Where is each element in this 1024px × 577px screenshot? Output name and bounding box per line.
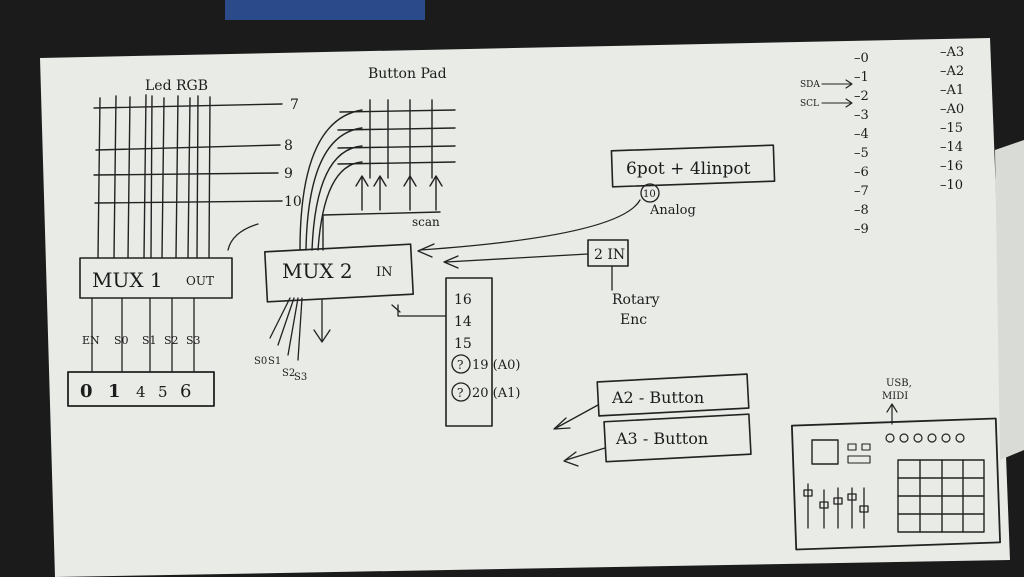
header-pin-1: 1 (108, 381, 121, 402)
mux1-pin-en: EN (82, 334, 100, 347)
header-pin-6: 6 (180, 381, 191, 402)
header-pin-5: 5 (158, 383, 168, 401)
led-row-7: 7 (290, 97, 299, 113)
enc-label: Enc (620, 312, 647, 328)
led-row-10: 10 (284, 194, 302, 210)
pin-19-a0: 19 (A0) (472, 358, 520, 373)
led-row-8: 8 (284, 138, 293, 154)
mux2-pin-s1: S1 (268, 356, 281, 367)
pin-map-right-item-0: –A3 (940, 45, 964, 60)
pad-grid-icon (897, 459, 985, 533)
mux1-pin-s3: S3 (186, 334, 201, 347)
pin-map-left: –0 –1 –2 –3 –4 –5 –6 –7 –8 –9 (854, 51, 869, 237)
mux2-in-label: IN (376, 265, 393, 280)
question-mark-icon (451, 354, 471, 374)
knob-row-icon (885, 433, 965, 443)
mux1-label: MUX 1 (92, 268, 163, 292)
pin-map-left-item-8: –8 (854, 203, 869, 218)
pin-map-left-item-1: –1 (854, 70, 869, 85)
scan-label: scan (412, 215, 440, 229)
pin-20-a1: 20 (A1) (472, 386, 520, 401)
analog-label: Analog (649, 203, 696, 218)
led-rgb-grid (93, 94, 283, 259)
pot-count: 10 (643, 189, 656, 200)
pin-map-left-item-3: –3 (854, 108, 869, 123)
mux2-pin-s2: S2 (282, 368, 295, 379)
pin-map-right-item-1: –A2 (940, 64, 964, 79)
pot-box (610, 144, 776, 188)
pin-16: 16 (454, 292, 472, 308)
pin-map-left-item-2: –2 (854, 89, 869, 104)
button-pad-title: Button Pad (368, 66, 447, 82)
mux1-out-label: OUT (186, 274, 214, 288)
pins-block (445, 277, 493, 427)
pin-map-left-item-6: –6 (854, 165, 869, 180)
pin-map-left-item-7: –7 (854, 184, 869, 199)
question-mark-icon (451, 382, 471, 402)
paper-sheet (40, 38, 1010, 577)
led-row-9: 9 (284, 166, 293, 182)
a2-button-label: A2 - Button (611, 388, 704, 407)
rotary-label: Rotary (612, 292, 660, 308)
pot-count-badge (640, 183, 660, 203)
mux2-pin-s0: S0 (254, 356, 267, 367)
pin-map-right-item-2: –A1 (940, 83, 964, 98)
usb-label: USB, (886, 378, 912, 389)
pin-map-left-item-0: –0 (854, 51, 869, 66)
pin-map-left-item-9: –9 (854, 222, 869, 237)
mux1-pin-s1: S1 (142, 334, 157, 347)
a2-button-box (596, 373, 750, 417)
two-in-label: 2 IN (594, 247, 625, 263)
mux2-pin-s3: S3 (294, 372, 307, 383)
mux1-pin-s0: S0 (114, 334, 129, 347)
pin-map-left-item-4: –4 (854, 127, 869, 142)
led-rgb-title: Led RGB (145, 78, 208, 94)
a3-button-label: A3 - Button (615, 429, 708, 448)
ruler (225, 0, 425, 20)
pin-map-right-item-3: –A0 (940, 102, 964, 117)
svg-text:?: ? (457, 386, 463, 400)
sda-label: SDA (800, 80, 820, 90)
mux1-header (67, 371, 215, 407)
device-controller (790, 417, 1002, 551)
mux2-box (263, 243, 415, 303)
scl-label: SCL (800, 99, 819, 109)
a3-button-box (603, 413, 752, 463)
pin-map-right-item-4: –15 (940, 121, 963, 136)
pin-map-left-item-5: –5 (854, 146, 869, 161)
mux1-box (79, 257, 233, 299)
pin-15: 15 (454, 336, 472, 352)
pot-label: 6pot + 4linpot (626, 159, 751, 179)
screen-icon (811, 439, 839, 465)
button-pad-grid (299, 99, 456, 251)
two-in-box (587, 239, 629, 267)
pin-map-right-item-6: –16 (940, 159, 963, 174)
header-pin-4: 4 (136, 383, 146, 401)
header-pin-0: 0 (80, 381, 93, 402)
pin-map-right-item-7: –10 (940, 178, 963, 193)
pin-map-right: –A3 –A2 –A1 –A0 –15 –14 –16 –10 (940, 45, 964, 193)
svg-text:?: ? (457, 358, 463, 372)
mux1-pin-s2: S2 (164, 334, 179, 347)
mux2-label: MUX 2 (282, 259, 353, 283)
pin-map-right-item-5: –14 (940, 140, 963, 155)
midi-label: MIDI (882, 391, 908, 402)
fader-icons (803, 483, 869, 529)
pin-14: 14 (454, 314, 472, 330)
